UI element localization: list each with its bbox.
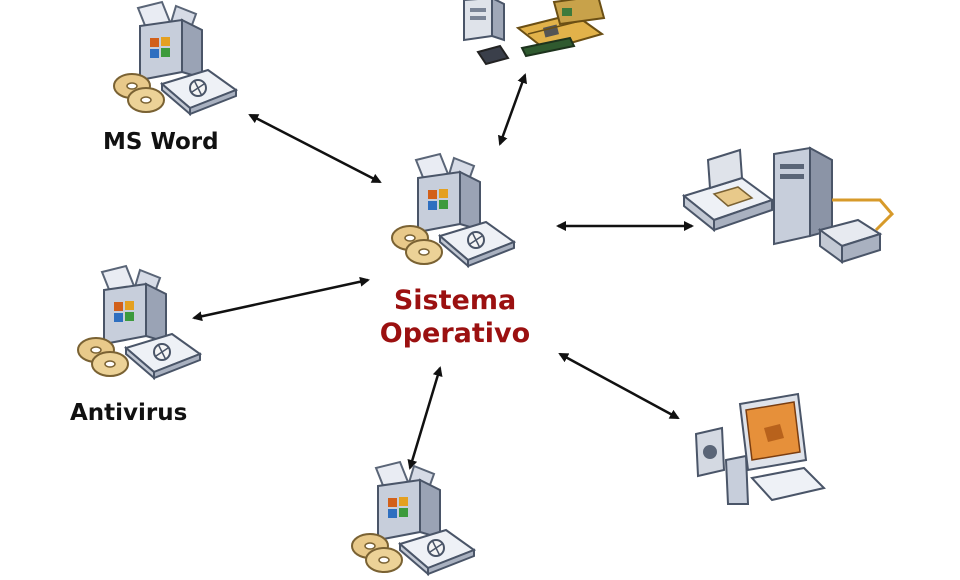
software-box-icon: [348, 460, 478, 580]
connector-arrows: [192, 73, 694, 470]
arrow-bottom: [407, 366, 443, 470]
center-label: Sistema Operativo: [340, 284, 570, 350]
ms-word-label: MS Word: [103, 129, 219, 155]
center-label-line2: Operativo: [379, 318, 531, 349]
os-diagram: MS Word Antivirus Sistema Operativo: [70, 0, 895, 505]
arrow-desktop: [558, 352, 680, 420]
desktop-computer-icon: [694, 392, 826, 505]
antivirus-label: Antivirus: [70, 400, 188, 426]
arrow-hardware: [498, 73, 527, 146]
software-box-icon: [110, 0, 240, 120]
arrow-antivirus: [192, 276, 370, 322]
scanner-computer-printer-icon: [681, 146, 895, 264]
software-box-icon: [74, 264, 204, 384]
center-label-line1: Sistema: [393, 285, 517, 316]
pc-components-icon: [463, 0, 606, 66]
arrow-ms-word: [248, 113, 382, 184]
software-box-icon: [388, 152, 518, 272]
